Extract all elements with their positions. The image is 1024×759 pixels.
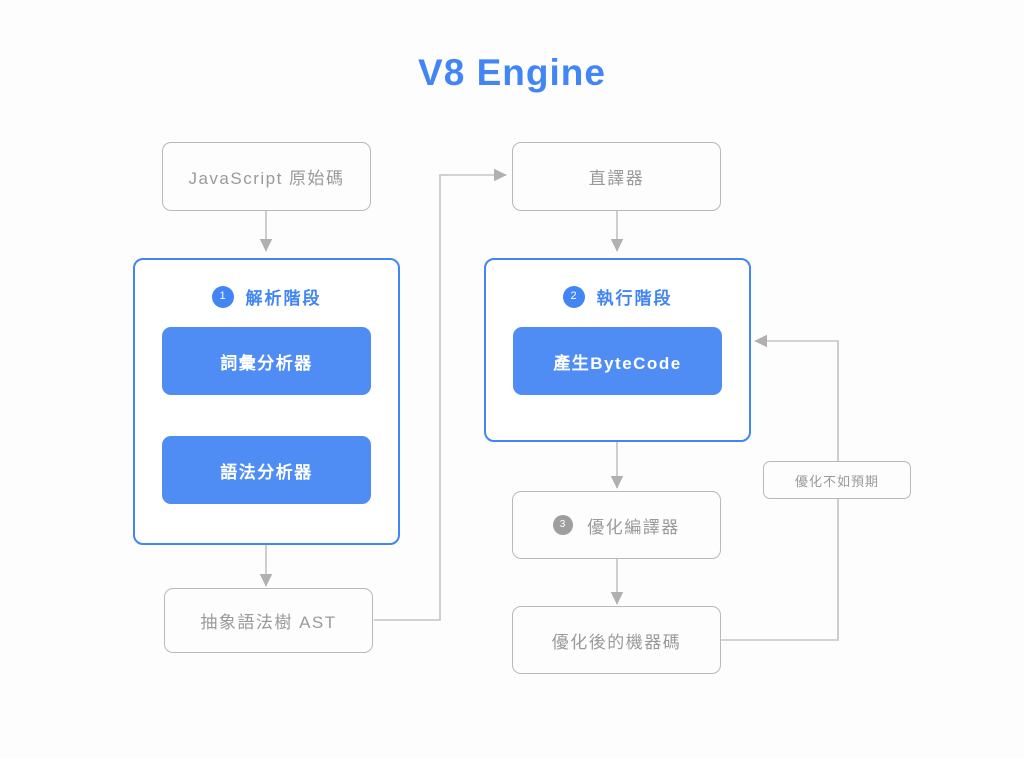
node-deopt-note[interactable]: 優化不如預期 (763, 461, 911, 499)
node-javascript-source[interactable]: JavaScript 原始碼 (162, 142, 371, 211)
chip-lexical-analyzer[interactable]: 詞彙分析器 (162, 327, 371, 395)
node-optimizing-compiler-label: 優化編譯器 (587, 517, 680, 537)
node-interpreter-label: 直譯器 (588, 169, 645, 188)
chip-lexical-analyzer-label: 詞彙分析器 (220, 353, 313, 373)
stage-execution-title: 執行階段 (596, 289, 673, 308)
node-optimized-machine-code-label: 優化後的機器碼 (551, 632, 682, 652)
chip-syntax-analyzer[interactable]: 語法分析器 (162, 436, 371, 504)
stage-execution-header: 2 執行階段 (486, 284, 749, 309)
chip-generate-bytecode[interactable]: 產生ByteCode (513, 327, 722, 395)
chip-syntax-analyzer-label: 語法分析器 (220, 462, 313, 482)
stage-parsing-header: 1 解析階段 (135, 284, 398, 309)
node-interpreter[interactable]: 直譯器 (512, 142, 721, 211)
node-javascript-source-label: JavaScript 原始碼 (188, 169, 345, 188)
stage-execution-badge: 2 (562, 285, 585, 308)
chip-generate-bytecode-label: 產生ByteCode (553, 353, 682, 373)
node-optimizing-compiler[interactable]: 3 優化編譯器 (512, 491, 721, 559)
node-deopt-note-label: 優化不如預期 (794, 473, 879, 489)
stage-parsing-title: 解析階段 (245, 289, 322, 308)
node-ast[interactable]: 抽象語法樹 AST (164, 588, 373, 653)
node-ast-label: 抽象語法樹 AST (200, 613, 337, 632)
node-optimizing-compiler-badge: 3 (553, 515, 574, 535)
node-optimized-machine-code[interactable]: 優化後的機器碼 (512, 606, 721, 674)
page-title: V8 Engine (418, 52, 606, 93)
stage-parsing-badge: 1 (211, 285, 234, 308)
